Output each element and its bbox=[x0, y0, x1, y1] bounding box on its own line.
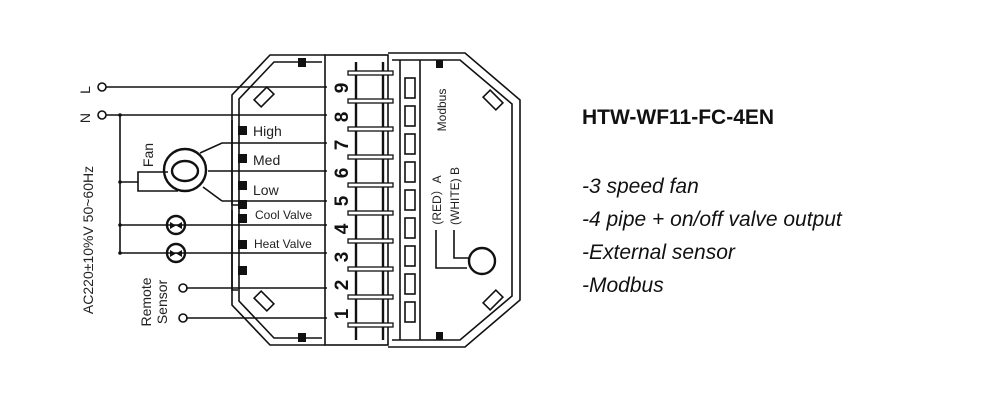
terminal-strip bbox=[347, 182, 394, 188]
left-housing bbox=[231, 54, 325, 346]
terminal-strip bbox=[347, 70, 394, 76]
sensor-icon bbox=[467, 246, 497, 276]
terminal-slot bbox=[404, 245, 416, 267]
terminal-slot bbox=[404, 189, 416, 211]
cool-valve-label: Cool Valve bbox=[255, 208, 312, 222]
terminal-slot bbox=[404, 77, 416, 99]
terminal-strip bbox=[347, 126, 394, 132]
terminal-number: 5 bbox=[332, 195, 353, 206]
terminal-number: 1 bbox=[332, 308, 353, 319]
terminal-number: 8 bbox=[332, 112, 353, 123]
feature-item: -Modbus bbox=[582, 274, 664, 297]
sensor-terminal-icon bbox=[178, 283, 188, 293]
modbus-a-label: (RED）A bbox=[430, 175, 444, 224]
feature-item: -4 pipe + on/off valve output bbox=[582, 208, 842, 231]
terminal-slot bbox=[404, 301, 416, 323]
terminal-number: 4 bbox=[332, 223, 353, 234]
terminal-strip bbox=[347, 98, 394, 104]
fan-high-label: High bbox=[253, 123, 282, 139]
cool-valve-icon bbox=[165, 214, 187, 236]
terminal-number: 3 bbox=[332, 252, 353, 263]
terminal-strip bbox=[347, 266, 394, 272]
modbus-label: Modbus bbox=[435, 89, 449, 132]
terminal-number: 7 bbox=[332, 140, 353, 151]
modbus-b-label: (WHITE) B bbox=[448, 167, 462, 225]
right-housing bbox=[388, 52, 521, 348]
wires bbox=[106, 86, 327, 319]
fan-med-label: Med bbox=[253, 152, 280, 168]
heat-valve-label: Heat Valve bbox=[254, 237, 312, 251]
remote-label: Remote bbox=[138, 277, 154, 326]
terminal-slot bbox=[404, 133, 416, 155]
feature-item: -External sensor bbox=[582, 241, 735, 264]
terminal-number: 9 bbox=[332, 83, 353, 94]
terminal-slot bbox=[404, 273, 416, 295]
terminal-n-icon bbox=[97, 110, 107, 120]
terminal-strip bbox=[347, 238, 394, 244]
terminal-slot bbox=[404, 161, 416, 183]
fan-label: Fan bbox=[140, 143, 156, 167]
feature-item: -3 speed fan bbox=[582, 175, 699, 198]
terminal-strip bbox=[347, 294, 394, 300]
fan-icon bbox=[120, 142, 228, 202]
model-title: HTW-WF11-FC-4EN bbox=[582, 106, 775, 129]
supply-label: AC220±10%V 50~60Hz bbox=[80, 166, 96, 314]
terminal-strip bbox=[347, 322, 394, 328]
terminal-slot bbox=[404, 217, 416, 239]
heat-valve-icon bbox=[165, 242, 187, 264]
terminal-l-icon bbox=[97, 82, 107, 92]
terminal-block bbox=[324, 54, 394, 346]
terminal-strip bbox=[347, 154, 394, 160]
terminal-strip bbox=[347, 210, 394, 216]
sensor-label: Sensor bbox=[154, 279, 170, 324]
sensor-terminal-icon bbox=[178, 313, 188, 323]
terminal-number: 6 bbox=[332, 168, 353, 179]
terminal-l-label: L bbox=[77, 86, 93, 94]
fan-low-label: Low bbox=[253, 182, 280, 198]
terminal-number: 2 bbox=[332, 280, 353, 291]
terminal-slot bbox=[404, 105, 416, 127]
terminal-n-label: N bbox=[77, 113, 93, 123]
